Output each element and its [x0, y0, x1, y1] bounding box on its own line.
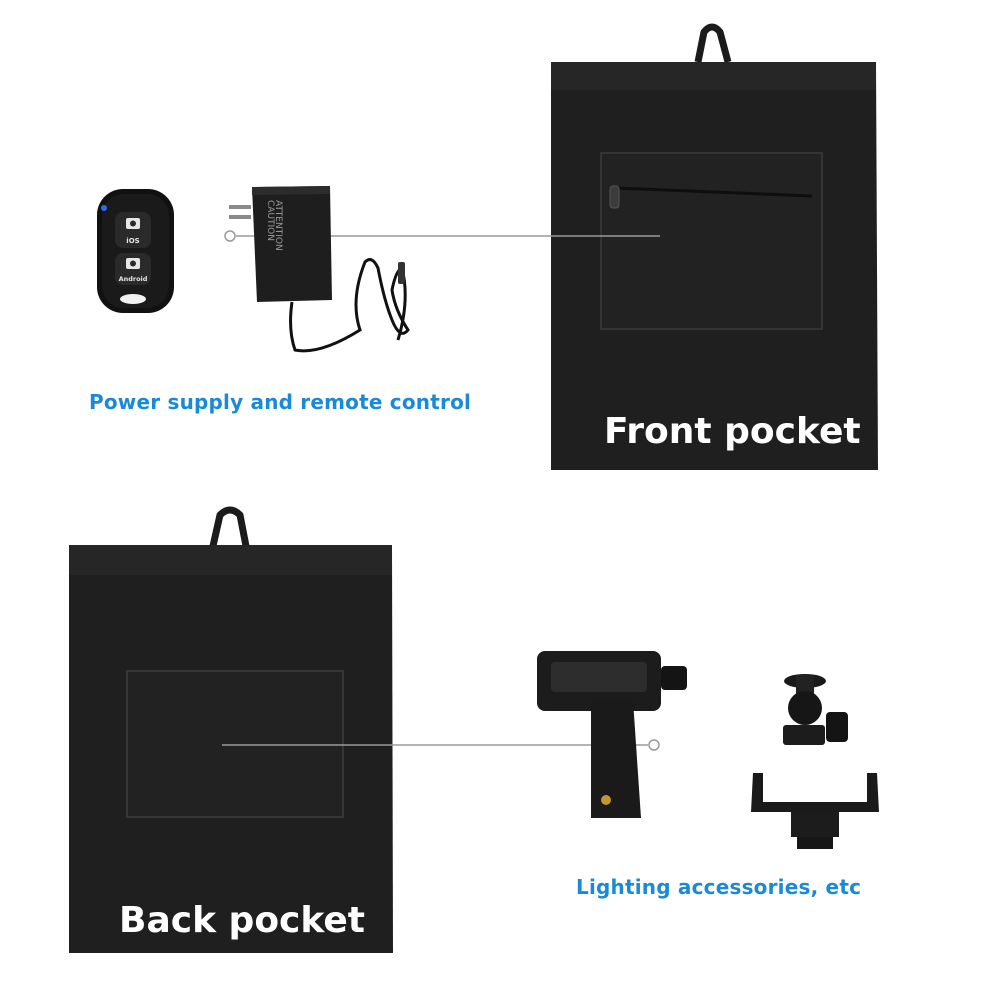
- front-bag-handle: [694, 23, 732, 63]
- power-supply-caption: Power supply and remote control: [89, 390, 472, 414]
- ball-head-knob: [826, 712, 848, 742]
- remote-android-label: Android: [119, 275, 148, 283]
- front-pointer-dot: [224, 230, 236, 242]
- adapter-prong-2: [229, 215, 251, 219]
- front-pocket-label: Front pocket: [604, 411, 861, 452]
- adapter-body: [252, 186, 332, 302]
- phone-clip-screw: [601, 795, 611, 805]
- back-bag-handle: [209, 506, 250, 547]
- adapter-attention-text: ATTENTION: [273, 200, 283, 251]
- back-pocket-label: Back pocket: [119, 900, 365, 941]
- adapter-cable: [289, 258, 410, 353]
- remote-ios-label: iOS: [126, 237, 139, 245]
- front-bag-pocket: [600, 152, 823, 330]
- phone-clip-knob: [661, 666, 687, 690]
- remote-lanyard-hole: [120, 294, 146, 304]
- remote-led: [101, 205, 107, 211]
- back-pointer-dot: [648, 739, 660, 751]
- adapter-prong-1: [229, 205, 251, 209]
- adapter-caution-text: CAUTION: [265, 200, 275, 241]
- front-bag-zipper: [615, 186, 813, 198]
- back-bag-pocket: [126, 670, 344, 818]
- front-bag-zipper-pull: [609, 185, 620, 209]
- adapter-plug: [398, 262, 405, 284]
- remote-ios-button: [115, 212, 151, 248]
- lighting-accessories-caption: Lighting accessories, etc: [576, 875, 862, 899]
- phone-clip-stem: [591, 700, 641, 818]
